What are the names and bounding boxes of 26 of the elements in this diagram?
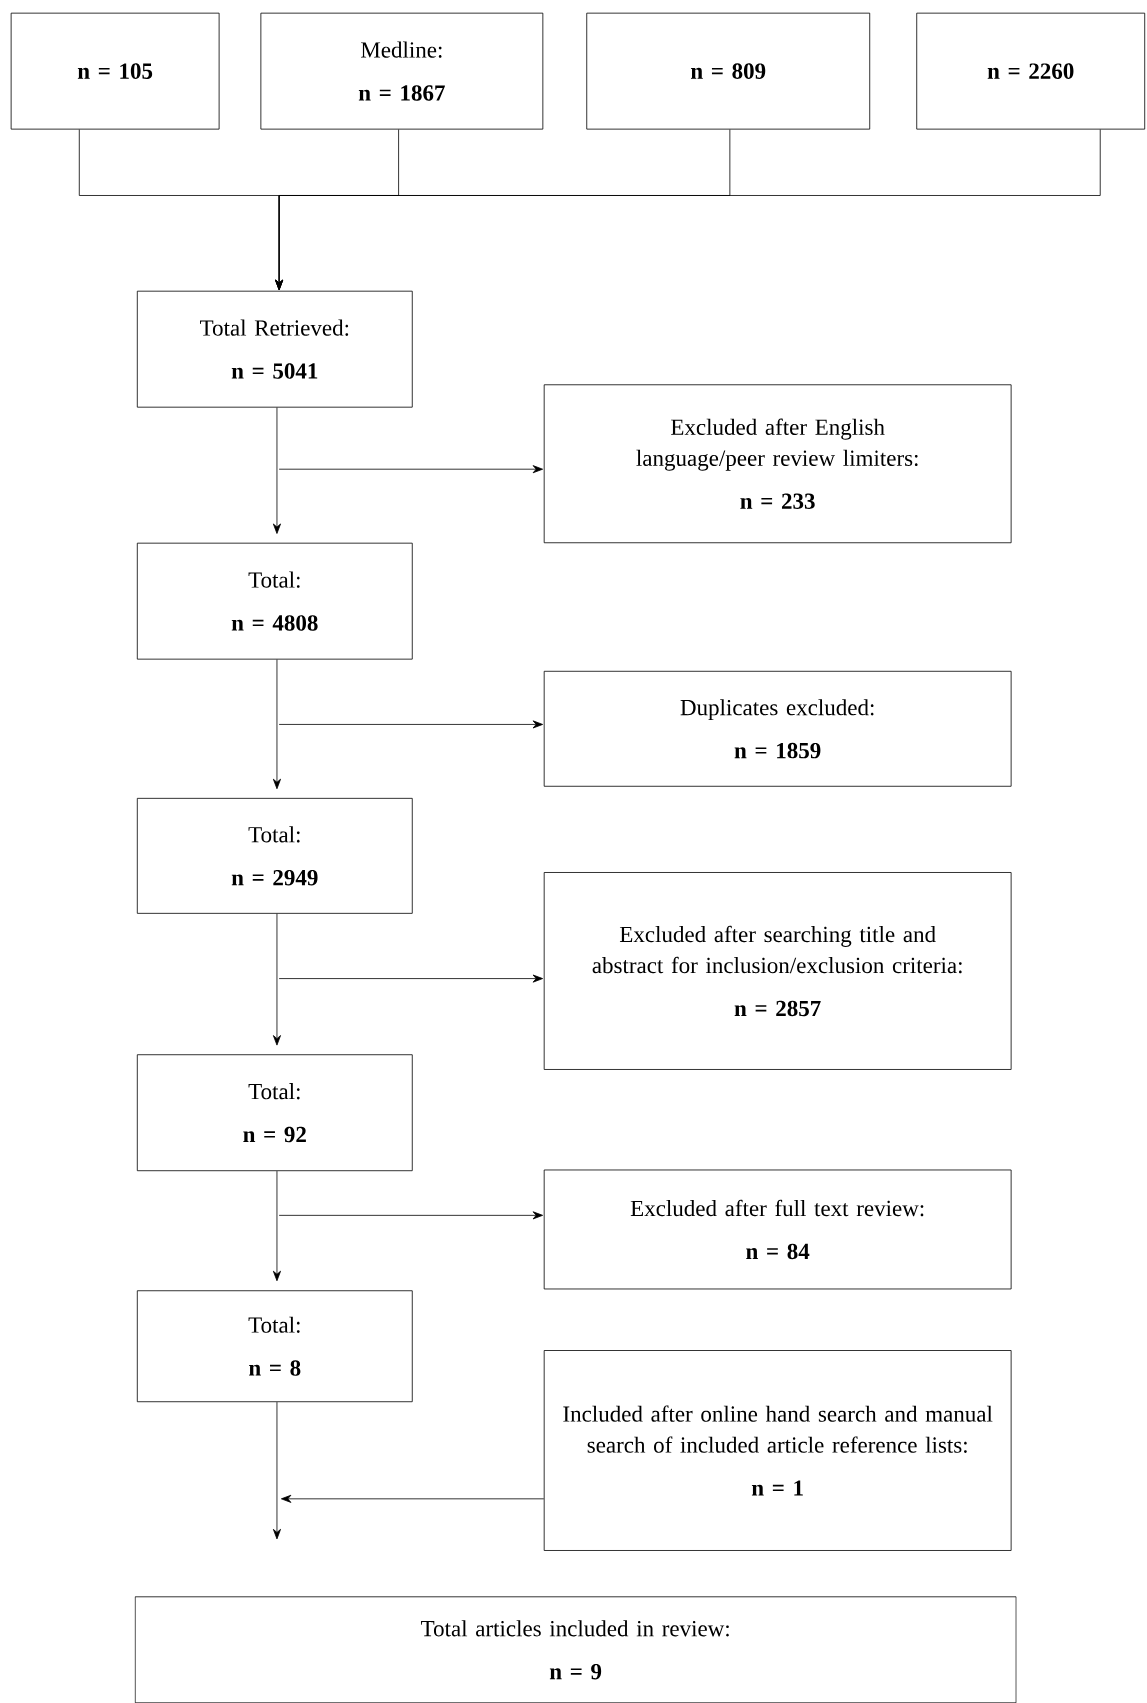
process-box: Total: n = 2949 (136, 797, 413, 914)
process-box: Excluded after searching title and abstract for inclusion/exclusion criteria: n = 2857 (543, 872, 1012, 1070)
arrow (273, 1170, 281, 1282)
arrow (273, 407, 281, 534)
arrow (273, 1401, 281, 1540)
process-box: Excluded after English language/peer review limiters: n = 233 (543, 384, 1012, 544)
process-box: Total articles included in review: n = 9 (134, 1596, 1017, 1703)
arrow (278, 465, 544, 474)
arrow (273, 659, 281, 790)
arrow (278, 974, 544, 983)
arrow (275, 129, 1101, 291)
process-box: Duplicates excluded: n = 1859 (543, 670, 1012, 787)
process-box: Total: n = 8 (136, 1290, 413, 1403)
process-box: n = 2260 (916, 12, 1146, 130)
arrow (278, 1211, 544, 1220)
process-box: Total: n = 92 (136, 1054, 413, 1172)
arrow (281, 1494, 545, 1503)
arrow (278, 720, 544, 729)
process-box: n = 809 (586, 12, 871, 130)
process-box: Total: n = 4808 (136, 542, 413, 660)
process-box: Total Retrieved: n = 5041 (136, 290, 413, 408)
arrow (273, 913, 281, 1046)
process-box: Medline: n = 1867 (260, 12, 544, 130)
process-box: Excluded after full text review: n = 84 (543, 1169, 1012, 1290)
process-box: n = 105 (10, 12, 220, 130)
process-box: Included after online hand search and manual search of included article reference lists: n = 1 (543, 1350, 1012, 1551)
